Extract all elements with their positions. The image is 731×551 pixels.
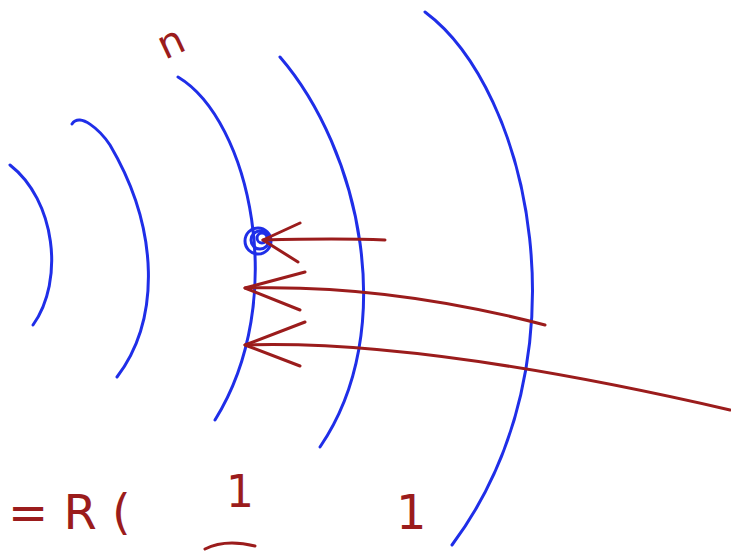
formula-numerator: 1 — [226, 470, 254, 514]
fraction-fragment — [205, 543, 255, 549]
arrow-shaft — [263, 239, 385, 240]
point-label: n — [151, 19, 191, 66]
arrow-head — [245, 272, 305, 310]
formula-text: 1 — [396, 488, 427, 536]
arrow-head — [263, 223, 300, 262]
wavefront-arc — [178, 77, 255, 420]
arrow-head — [245, 322, 305, 366]
arrow-shaft — [245, 345, 730, 410]
wavefront-arc — [280, 57, 364, 447]
wavefront-arc — [10, 165, 52, 325]
formula-text: = R ( — [8, 488, 131, 536]
wavefront-arc — [425, 12, 532, 545]
wavefront-arc — [72, 120, 148, 377]
